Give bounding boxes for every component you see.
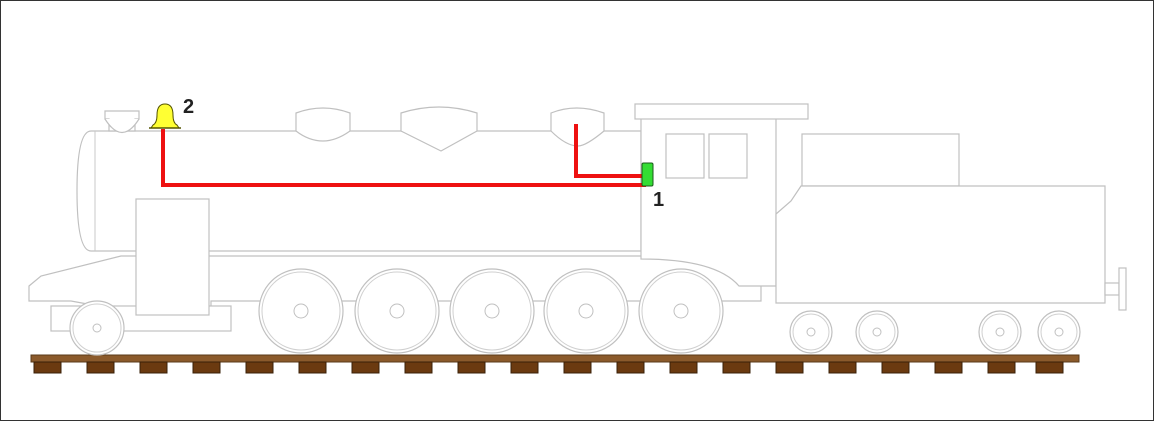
railroad-tie: [563, 361, 592, 374]
railroad-tie: [33, 361, 62, 374]
tender-body: [775, 185, 1106, 304]
railroad-tie: [351, 361, 380, 374]
bell-icon: [150, 103, 180, 129]
railroad-tie: [828, 361, 857, 374]
bell: 2: [149, 96, 194, 129]
cab-window-right: [708, 133, 748, 179]
tender-coal-bunker: [801, 133, 960, 187]
wheel: [354, 268, 440, 354]
switch-number-label: 1: [653, 189, 664, 211]
railroad-tie: [987, 361, 1016, 374]
railroad-tie: [404, 361, 433, 374]
railroad-tie: [722, 361, 751, 374]
railroad-ties: [33, 361, 1064, 374]
wheel: [1037, 310, 1081, 354]
railroad-tie: [616, 361, 645, 374]
wheel: [258, 268, 344, 354]
switch-icon: [641, 162, 654, 187]
boiler: [76, 130, 642, 252]
wheels: [69, 268, 1081, 356]
cab-roof: [634, 103, 809, 120]
railroad-tie: [881, 361, 910, 374]
wheel: [978, 310, 1022, 354]
wheel: [855, 310, 899, 354]
railroad-tie: [192, 361, 221, 374]
wire-to-dome: [574, 124, 646, 178]
wheel: [69, 300, 125, 356]
railroad-tie: [457, 361, 486, 374]
track: [30, 354, 1080, 374]
wiring: [161, 124, 646, 187]
cab-window-left: [665, 133, 705, 179]
wheel: [789, 310, 833, 354]
rail: [30, 354, 1080, 363]
switch: 1: [641, 162, 664, 211]
railroad-tie: [86, 361, 115, 374]
railroad-tie: [298, 361, 327, 374]
wheel: [638, 268, 724, 354]
railroad-tie: [139, 361, 168, 374]
wheel: [449, 268, 535, 354]
railroad-tie: [245, 361, 274, 374]
railroad-tie: [775, 361, 804, 374]
bell-number-label: 2: [183, 96, 194, 118]
railroad-tie: [934, 361, 963, 374]
tender-buffer: [1118, 267, 1127, 311]
dome-1: [295, 107, 351, 142]
locomotive: [28, 103, 1127, 356]
railroad-tie: [510, 361, 539, 374]
tender-coupler: [1104, 282, 1120, 296]
wheel: [543, 268, 629, 354]
railroad-tie: [669, 361, 698, 374]
front-panel: [135, 198, 210, 316]
wire-to-bell: [161, 129, 646, 187]
dome-2: [400, 106, 478, 152]
railroad-tie: [1035, 361, 1064, 374]
